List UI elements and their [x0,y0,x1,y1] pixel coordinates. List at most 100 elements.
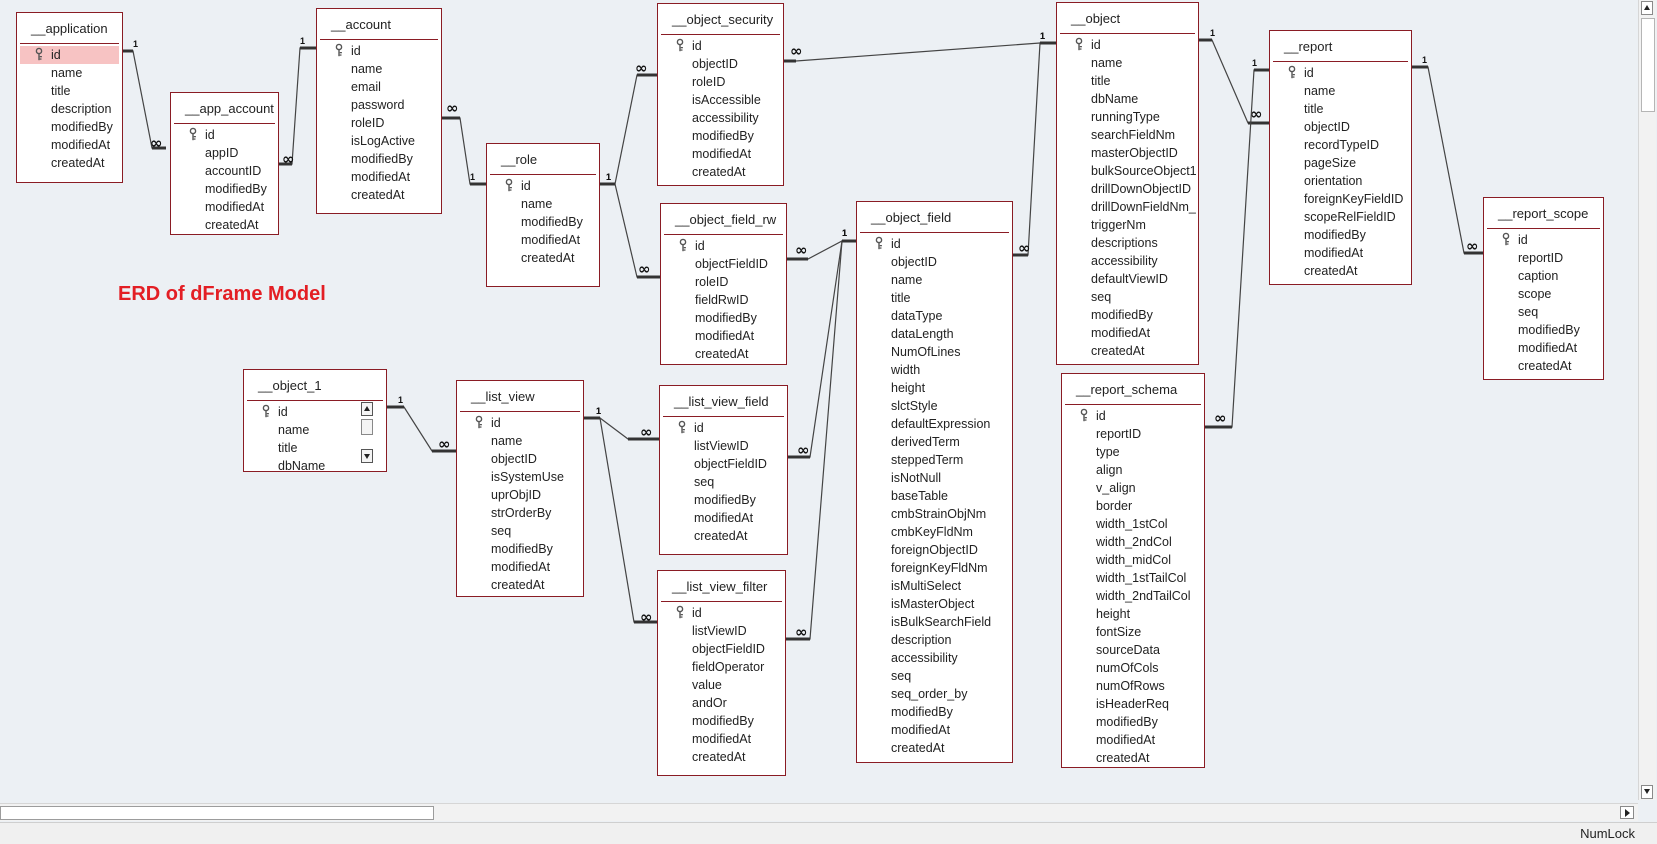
table-title[interactable]: __object [1060,5,1195,34]
field-row[interactable]: searchFieldNm [1057,126,1198,144]
table-title[interactable]: __list_view_field [663,388,784,417]
field-row[interactable]: isHeaderReq [1062,695,1204,713]
field-row[interactable]: createdAt [658,748,785,766]
field-row[interactable]: width_2ndCol [1062,533,1204,551]
field-row[interactable]: modifiedAt [457,558,583,576]
field-row[interactable]: isNotNull [857,469,1012,487]
field-row[interactable]: pageSize [1270,154,1411,172]
field-row[interactable]: modifiedAt [1062,731,1204,749]
relationship-line[interactable] [600,183,660,278]
field-list-scrollbar[interactable] [361,402,373,463]
field-row[interactable]: roleID [661,273,786,291]
field-row[interactable]: border [1062,497,1204,515]
scroll-down-icon[interactable] [361,449,373,463]
relationship-line[interactable] [788,240,856,458]
field-row[interactable]: title [17,82,122,100]
primary-key-field[interactable]: id [244,403,386,421]
field-row[interactable]: createdAt [1270,262,1411,280]
field-row[interactable]: andOr [658,694,785,712]
primary-key-field[interactable]: id [317,42,441,60]
relationship-line[interactable] [1412,66,1483,254]
field-row[interactable]: masterObjectID [1057,144,1198,162]
field-row[interactable]: fontSize [1062,623,1204,641]
relationship-line[interactable] [787,240,856,260]
primary-key-field[interactable]: id [1062,407,1204,425]
vertical-scroll-thumb[interactable] [1641,18,1655,112]
field-row[interactable]: createdAt [1062,749,1204,767]
relationship-line[interactable] [584,417,659,440]
primary-key-field[interactable]: id [1270,64,1411,82]
field-row[interactable]: height [857,379,1012,397]
field-row[interactable]: defaultExpression [857,415,1012,433]
primary-key-field[interactable]: id [857,235,1012,253]
field-row[interactable]: type [1062,443,1204,461]
field-row[interactable]: NumOfLines [857,343,1012,361]
field-row[interactable]: objectID [1270,118,1411,136]
field-row[interactable]: align [1062,461,1204,479]
field-row[interactable]: modifiedBy [457,540,583,558]
field-row[interactable]: modifiedBy [857,703,1012,721]
relationship-line[interactable] [786,240,856,640]
field-row[interactable]: foreignKeyFieldID [1270,190,1411,208]
field-row[interactable]: modifiedAt [658,730,785,748]
field-row[interactable]: title [244,439,386,457]
field-row[interactable]: objectID [658,55,783,73]
field-row[interactable]: orientation [1270,172,1411,190]
primary-key-field[interactable]: id [457,414,583,432]
field-row[interactable]: isMasterObject [857,595,1012,613]
field-row[interactable]: height [1062,605,1204,623]
field-row[interactable]: title [1057,72,1198,90]
field-row[interactable]: modifiedBy [487,213,599,231]
table-title[interactable]: __list_view_filter [661,573,782,602]
field-row[interactable]: createdAt [171,216,278,234]
field-row[interactable]: width_1stCol [1062,515,1204,533]
field-row[interactable]: uprObjID [457,486,583,504]
field-row[interactable]: modifiedBy [17,118,122,136]
field-row[interactable]: name [317,60,441,78]
field-row[interactable]: derivedTerm [857,433,1012,451]
field-row[interactable]: drillDownObjectID [1057,180,1198,198]
field-row[interactable]: createdAt [17,154,122,172]
field-row[interactable]: password [317,96,441,114]
field-row[interactable]: foreignKeyFldNm [857,559,1012,577]
field-row[interactable]: objectFieldID [661,255,786,273]
field-row[interactable]: name [17,64,122,82]
field-row[interactable]: createdAt [660,527,787,545]
scroll-right-arrow-icon[interactable] [1620,806,1634,819]
field-row[interactable]: modifiedBy [658,127,783,145]
field-row[interactable]: runningType [1057,108,1198,126]
field-row[interactable]: roleID [658,73,783,91]
field-row[interactable]: modifiedAt [17,136,122,154]
relationship-line[interactable] [584,417,657,623]
primary-key-field[interactable]: id [660,419,787,437]
field-row[interactable]: recordTypeID [1270,136,1411,154]
field-row[interactable]: accessibility [857,649,1012,667]
field-row[interactable]: isMultiSelect [857,577,1012,595]
field-row[interactable]: title [1270,100,1411,118]
field-row[interactable]: name [487,195,599,213]
field-row[interactable]: numOfCols [1062,659,1204,677]
vertical-scrollbar[interactable] [1638,0,1656,800]
field-row[interactable]: fieldOperator [658,658,785,676]
horizontal-scroll-thumb[interactable] [0,806,434,820]
relationship-line[interactable] [1013,42,1056,256]
field-row[interactable]: caption [1484,267,1603,285]
field-row[interactable]: objectID [857,253,1012,271]
field-row[interactable]: description [17,100,122,118]
field-row[interactable]: width_1stTailCol [1062,569,1204,587]
field-row[interactable]: modifiedBy [171,180,278,198]
relationship-line[interactable] [387,406,456,452]
field-row[interactable]: descriptions [1057,234,1198,252]
field-row[interactable]: isSystemUse [457,468,583,486]
field-row[interactable]: objectFieldID [658,640,785,658]
table-title[interactable]: __object_field [860,204,1009,233]
field-row[interactable]: createdAt [487,249,599,267]
table-title[interactable]: __report_scope [1487,200,1600,229]
